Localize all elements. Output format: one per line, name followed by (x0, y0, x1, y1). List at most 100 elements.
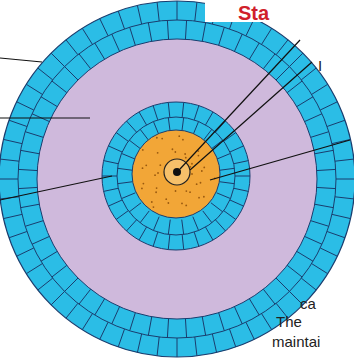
cell-wall (21, 150, 40, 153)
cell-wall (153, 217, 159, 231)
cell-wall (262, 28, 272, 44)
cell-wall (79, 54, 91, 69)
stele-dot (200, 182, 202, 184)
cell-wall (66, 40, 78, 55)
cell-wall (185, 20, 186, 39)
cell-wall (194, 106, 199, 120)
stele-dot (185, 204, 187, 206)
stele-dot (153, 206, 155, 208)
cell-wall (305, 236, 322, 244)
cell-wall (167, 20, 168, 39)
cell-wall (100, 322, 108, 339)
cortex (37, 39, 317, 319)
body-text: The (276, 314, 302, 331)
cell-wall (212, 334, 216, 353)
cell-wall (3, 214, 22, 218)
stele-dot (161, 138, 163, 140)
cell-wall (38, 68, 53, 80)
cell-wall (168, 235, 170, 250)
cell-wall (262, 314, 272, 330)
cell-wall (126, 121, 136, 132)
cell-wall (66, 303, 78, 318)
cell-wall (246, 322, 254, 339)
cell-wall (139, 112, 147, 125)
cell-wall (327, 232, 345, 238)
cell-wall (317, 169, 336, 170)
cell-wall (118, 182, 133, 184)
cell-wall (224, 133, 236, 142)
cell-wall (130, 27, 136, 45)
cell-wall (320, 102, 337, 110)
cell-wall (194, 232, 199, 246)
stele-dot (157, 172, 159, 174)
cell-wall (130, 313, 136, 331)
cell-wall (230, 329, 236, 347)
cell-wall (217, 153, 231, 159)
cell-wall (0, 179, 18, 180)
cell-wall (305, 114, 322, 122)
cell-wall (148, 23, 151, 42)
stele-dot (185, 190, 187, 192)
cell-wall (182, 235, 184, 250)
stele-dot (165, 198, 167, 200)
cell-wall (116, 211, 128, 220)
cell-wall (21, 204, 40, 207)
body-text: ca (300, 296, 316, 313)
page-cut (205, 0, 354, 22)
cell-wall (41, 97, 57, 107)
cell-wall (137, 5, 141, 24)
cell-wall (0, 159, 19, 161)
cell-wall (332, 214, 351, 218)
cell-wall (219, 313, 225, 331)
cell-wall (182, 220, 184, 235)
cell-wall (82, 314, 92, 330)
cell-wall (26, 264, 42, 274)
cell-wall (263, 54, 275, 69)
cell-wall (206, 112, 214, 125)
cell-wall (148, 317, 151, 336)
stele-dot (156, 187, 158, 189)
stele-dot (181, 202, 183, 204)
cell-wall (116, 133, 128, 142)
stele-dot (155, 191, 157, 193)
stele-dot (198, 155, 200, 157)
cell-wall (312, 264, 328, 274)
cell-wall (289, 53, 302, 66)
cell-wall (82, 28, 92, 44)
cell-wall (168, 220, 170, 235)
cell-wall (177, 1, 178, 20)
cell-wall (79, 289, 91, 304)
cell-wall (167, 319, 168, 338)
stele-dot (203, 196, 205, 198)
stele-dot (174, 151, 176, 153)
stele-dots (141, 135, 216, 208)
cell-wall (276, 278, 289, 291)
stele-dot (178, 135, 180, 137)
endodermis-ring (102, 102, 250, 250)
stele-dot (201, 170, 203, 172)
cell-wall (315, 150, 334, 153)
cell-wall (140, 129, 149, 141)
cell-wall (234, 188, 249, 191)
cell-wall (17, 248, 34, 256)
cell-wall (118, 329, 124, 347)
cell-wall (195, 337, 197, 356)
stele-dot (142, 183, 144, 185)
stele-dot (182, 139, 184, 141)
cell-wall (137, 334, 141, 353)
cell-wall (157, 2, 159, 21)
cell-wall (112, 307, 120, 324)
cell-wall (9, 120, 27, 126)
cell-wall (315, 204, 334, 207)
cell-wall (312, 84, 328, 94)
cell-wall (301, 278, 316, 290)
cell-wall (234, 307, 242, 324)
cell-wall (249, 299, 259, 315)
cell-wall (41, 251, 57, 261)
cell-wall (95, 299, 105, 315)
stele-dot (196, 183, 198, 185)
stele-dot (151, 201, 153, 203)
cell-wall (335, 197, 354, 199)
